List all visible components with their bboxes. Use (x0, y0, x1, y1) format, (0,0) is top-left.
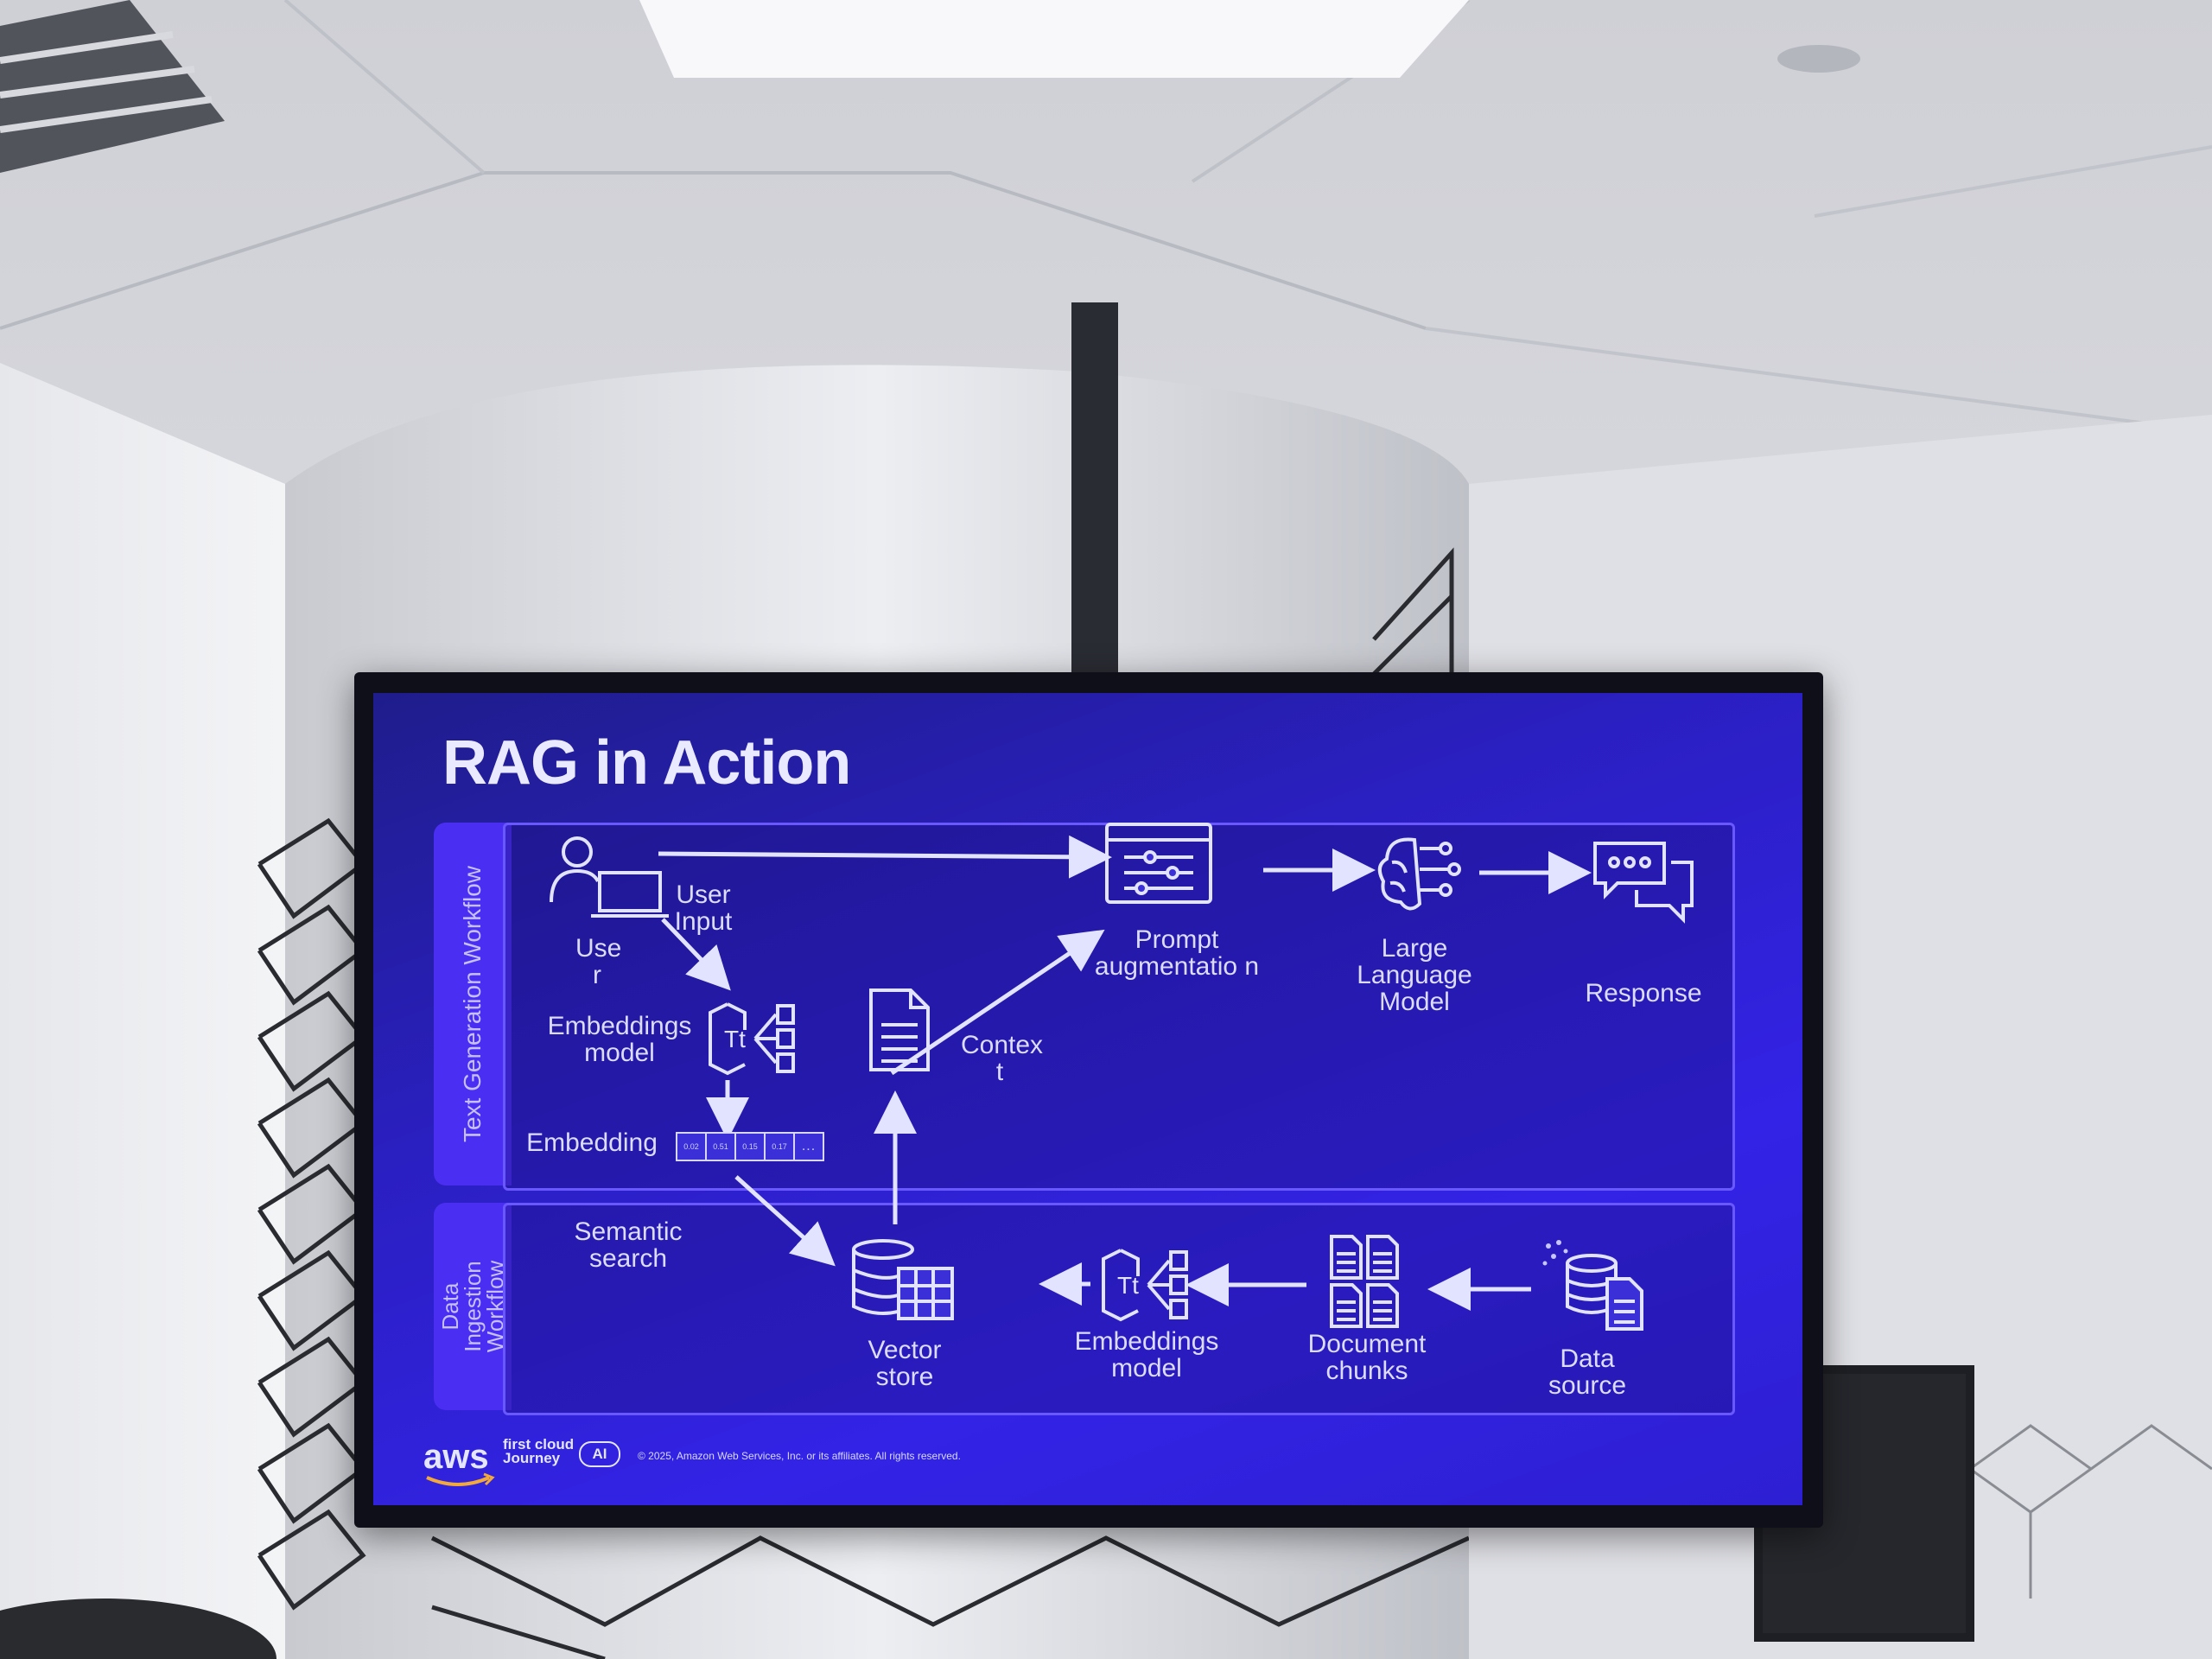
audience-head (0, 1599, 276, 1659)
response-label: Response (1585, 979, 1702, 1007)
context-document-icon (869, 988, 930, 1071)
mounting-pole (1071, 302, 1118, 683)
user-laptop-icon (550, 836, 669, 918)
aws-smile-icon (426, 1472, 495, 1486)
arrow-user-to-prompt (658, 835, 1112, 879)
program-logo: first cloud Journey (503, 1436, 575, 1466)
document-chunks-label: Document chunks (1307, 1330, 1427, 1385)
embedding-vector: 0.02 0.51 0.15 0.17 ... (676, 1132, 824, 1161)
embedding-value: ... (795, 1134, 823, 1160)
prompt-augmentation-label: Prompt augmentatio n (1094, 925, 1260, 981)
arrow-input-to-embeddings (661, 918, 731, 991)
svg-text:Tt: Tt (724, 1026, 746, 1052)
vector-store-label: Vector store (868, 1336, 942, 1391)
context-label: Contex t (961, 1031, 1044, 1086)
svg-text:Tt: Tt (1117, 1272, 1139, 1299)
embeddings-model-bottom-icon: Tt (1102, 1249, 1188, 1322)
semantic-search-label: Semantic search (574, 1217, 683, 1273)
embedding-value: 0.51 (707, 1134, 736, 1160)
embedding-value: 0.02 (677, 1134, 707, 1160)
vector-store-icon (852, 1239, 954, 1320)
embeddings-model-bottom-label: Embeddings model (1074, 1327, 1219, 1382)
embeddings-model-top-icon: Tt (709, 1002, 795, 1076)
slide-title: RAG in Action (442, 728, 851, 798)
ai-badge: AI (579, 1441, 620, 1467)
arrow-context-to-prompt (890, 929, 1105, 1076)
text-generation-tab: Text Generation Workflow (434, 823, 512, 1185)
response-chat-icon (1593, 842, 1694, 924)
tv-screen: RAG in Action Text Generation Workflow D… (354, 672, 1823, 1528)
data-source-icon (1542, 1240, 1643, 1331)
aws-logo: aws (423, 1438, 489, 1476)
document-chunks-icon (1330, 1235, 1399, 1328)
user-label: Use r (575, 934, 622, 989)
presentation-slide: RAG in Action Text Generation Workflow D… (373, 693, 1802, 1505)
data-ingestion-panel (503, 1203, 1735, 1415)
arrow-embedding-to-store (734, 1175, 836, 1267)
data-source-label: Data source (1548, 1344, 1627, 1400)
embeddings-model-top-label: Embeddings model (547, 1012, 692, 1067)
embedding-value: 0.17 (766, 1134, 795, 1160)
flow-arrows (658, 835, 1592, 1311)
llm-brain-icon (1377, 837, 1461, 911)
prompt-augmentation-icon (1105, 823, 1212, 904)
data-ingestion-tab: Data Ingestion Workflow (434, 1203, 512, 1410)
user-input-label: User Input (674, 880, 733, 936)
llm-label: Large Language Model (1357, 934, 1472, 1016)
embedding-value: 0.15 (736, 1134, 766, 1160)
copyright-text: © 2025, Amazon Web Services, Inc. or its… (638, 1450, 961, 1462)
embedding-label: Embedding (526, 1128, 658, 1157)
ceiling-vent (0, 0, 225, 173)
